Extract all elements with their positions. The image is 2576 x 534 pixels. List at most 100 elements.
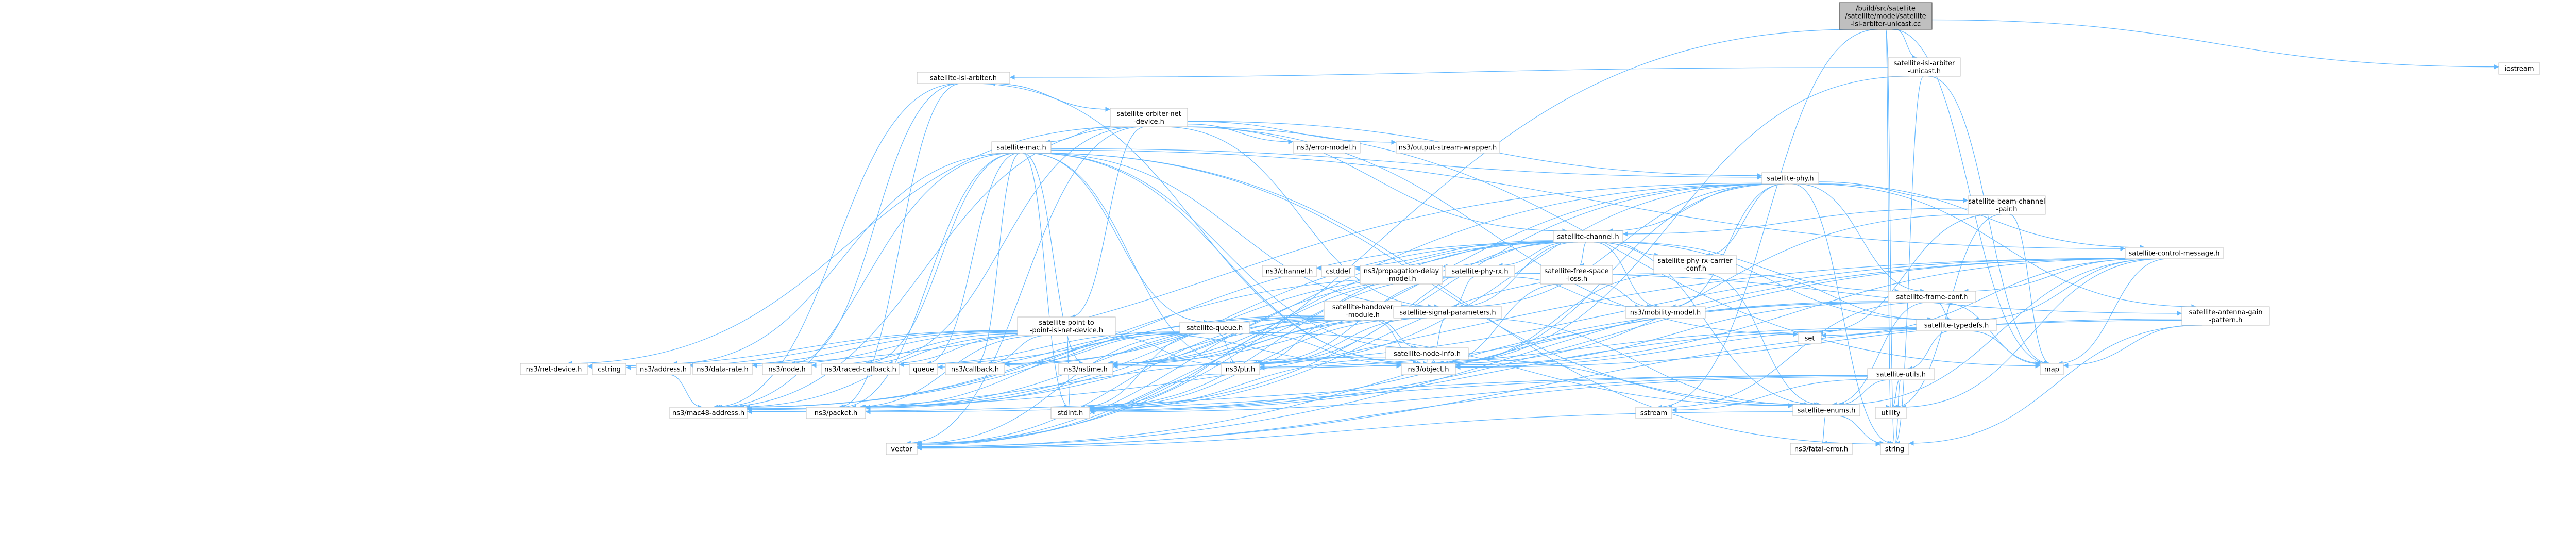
edge-root-to-n_iostream	[1931, 19, 2499, 70]
node-n-output-stream[interactable]: ns3/output-stream-wrapper.h	[1396, 141, 1500, 154]
edge-n_utils-to-n_enums	[1838, 379, 1890, 407]
node-n-free-space-loss[interactable]: satellite-free-space-loss.h	[1540, 265, 1613, 285]
node-n-handover-module[interactable]: satellite-handover-module.h	[1324, 301, 1402, 321]
node-n-sstream[interactable]: sstream	[1635, 407, 1672, 419]
node-n-orbiter-net-device[interactable]: satellite-orbiter-net-device.h	[1110, 108, 1188, 127]
node-n-beam-channel-pair[interactable]: satellite-beam-channel-pair.h	[1968, 195, 2046, 215]
node-box	[806, 407, 866, 419]
node-n-callback[interactable]: ns3/callback.h	[945, 363, 1005, 375]
edge-n_isl_arbiter_unicast_h-to-n_object	[1437, 76, 1909, 366]
edge-n_isl_arbiter_unicast_h-to-n_map	[1928, 76, 2049, 366]
node-n-mac-h[interactable]: satellite-mac.h	[991, 141, 1052, 154]
edge-n_utils-to-n_sstream	[1671, 379, 1868, 413]
edge-n_phy_rx_carrier_conf-to-n_typedefs	[1735, 273, 1933, 322]
node-label: ns3/channel.h	[1266, 268, 1313, 276]
node-label: -pair.h	[1996, 206, 2017, 213]
node-n-typedefs[interactable]: satellite-typedefs.h	[1916, 319, 1997, 331]
edge-n_typedefs-to-n_utils	[1907, 330, 1951, 371]
edge-n_control_message-to-n_object	[1455, 258, 2138, 368]
edge-n_mac_h-to-n_packet	[840, 153, 1018, 410]
node-n-node[interactable]: ns3/node.h	[762, 363, 812, 375]
edge-n_phy_rx_h-to-n_mobility_model	[1505, 276, 1640, 309]
node-label: vector	[891, 446, 912, 454]
node-n-fatal-error[interactable]: ns3/fatal-error.h	[1790, 443, 1853, 455]
node-n-channel-h[interactable]: satellite-channel.h	[1553, 230, 1623, 243]
edge-n_control_message-to-n_mac48	[747, 258, 2126, 411]
node-label: -loss.h	[1566, 275, 1587, 283]
node-n-ns3-channel[interactable]: ns3/channel.h	[1262, 265, 1317, 277]
node-n-object[interactable]: ns3/object.h	[1401, 363, 1456, 375]
node-label: ns3/ptr.h	[1226, 366, 1256, 374]
node-n-antenna-gain[interactable]: satellite-antenna-gain-pattern.h	[2181, 306, 2270, 326]
node-label: -module.h	[1346, 311, 1380, 319]
edge-n_channel_h-to-n_phy_rx_h	[1497, 242, 1571, 268]
node-n-vector[interactable]: vector	[886, 443, 918, 455]
edge-n_isl_arbiter_h-to-n_node	[790, 83, 960, 366]
node-n-data-rate[interactable]: ns3/data-rate.h	[692, 363, 753, 375]
node-label: satellite-enums.h	[1798, 407, 1856, 415]
node-n-phy-h[interactable]: satellite-phy.h	[1761, 172, 1819, 185]
node-label: ns3/nstime.h	[1064, 366, 1107, 374]
node-n-prop-delay[interactable]: ns3/propagation-delay-model.h	[1360, 265, 1443, 285]
node-n-packet[interactable]: ns3/packet.h	[806, 407, 866, 419]
node-label: -isl-arbiter-unicast.cc	[1851, 21, 1921, 28]
node-n-p2p-isl[interactable]: satellite-point-to-point-isl-net-device.…	[1017, 316, 1116, 336]
edge-n_mac_h-to-n_stdint	[1022, 153, 1070, 410]
node-n-stdint[interactable]: stdint.h	[1050, 407, 1090, 419]
node-n-queue-h[interactable]: satellite-queue.h	[1179, 322, 1250, 334]
node-n-error-model[interactable]: ns3/error-model.h	[1293, 141, 1361, 154]
node-n-queue[interactable]: queue	[909, 363, 938, 375]
node-n-phy-rx-h[interactable]: satellite-phy-rx.h	[1445, 265, 1515, 277]
node-box	[1262, 265, 1317, 277]
edge-n_channel_h-to-n_cstddef	[1354, 241, 1554, 272]
edge-n_phy_h-to-n_stdint	[1088, 183, 1773, 410]
node-n-set[interactable]: set	[1798, 332, 1822, 344]
node-n-traced-callback[interactable]: ns3/traced-callback.h	[821, 363, 900, 375]
edge-n_free_space_loss-to-n_mobility_model	[1598, 283, 1652, 309]
node-n-mac48[interactable]: ns3/mac48-address.h	[669, 407, 748, 419]
edge-n_node_info-to-n_enums	[1467, 359, 1793, 408]
node-n-signal-params[interactable]: satellite-signal-parameters.h	[1393, 306, 1502, 319]
node-n-isl-arbiter-h[interactable]: satellite-isl-arbiter.h	[917, 72, 1010, 84]
node-box	[1867, 368, 1935, 380]
node-n-ptr[interactable]: ns3/ptr.h	[1221, 363, 1260, 375]
node-box	[1625, 306, 1706, 319]
node-box	[2040, 363, 2064, 375]
node-n-string[interactable]: string	[1880, 443, 1909, 455]
node-n-map[interactable]: map	[2040, 363, 2064, 375]
edge-n_mac_h-to-n_string	[1038, 153, 1881, 447]
node-n-nstime[interactable]: ns3/nstime.h	[1058, 363, 1113, 375]
node-n-node-info[interactable]: satellite-node-info.h	[1385, 347, 1469, 360]
node-box	[821, 363, 900, 375]
node-box	[1321, 265, 1355, 277]
node-n-iostream[interactable]: iostream	[2498, 62, 2540, 75]
node-n-frame-conf[interactable]: satellite-frame-conf.h	[1888, 291, 1976, 303]
node-n-utils[interactable]: satellite-utils.h	[1867, 368, 1935, 380]
node-n-control-message[interactable]: satellite-control-message.h	[2125, 247, 2224, 259]
node-n-inet-device[interactable]: ns3/net-device.h	[520, 363, 588, 375]
edge-n_utils-to-n_vector	[917, 376, 1868, 450]
node-n-utility[interactable]: utility	[1875, 407, 1907, 419]
node-box	[520, 363, 588, 375]
edge-n_channel_h-to-n_signal_params	[1458, 242, 1578, 309]
edge-n_utils-to-n_stdint	[1089, 375, 1868, 415]
node-n-cstddef[interactable]: cstddef	[1321, 265, 1355, 277]
edge-n_frame_conf-to-n_stdint	[1089, 302, 1890, 413]
edge-n_typedefs-to-n_map	[1969, 330, 2041, 366]
edge-n_orbiter_net_device-to-n_channel_h	[1183, 126, 1567, 233]
node-n-isl-arbiter-unicast-h[interactable]: satellite-isl-arbiter-unicast.h	[1888, 57, 1961, 77]
node-label: ns3/net-device.h	[526, 366, 582, 374]
node-n-cstring[interactable]: cstring	[592, 363, 626, 375]
node-n-enums[interactable]: satellite-enums.h	[1792, 404, 1860, 416]
edge-n_frame_conf-to-n_map	[1941, 302, 2043, 366]
node-label: satellite-phy.h	[1767, 175, 1814, 183]
node-n-address[interactable]: ns3/address.h	[636, 363, 691, 375]
node-n-mobility-model[interactable]: ns3/mobility-model.h	[1625, 306, 1706, 319]
node-box	[1798, 332, 1822, 344]
edge-n_control_message-to-n_vector	[917, 258, 2138, 449]
edge-n_mac_h-to-n_address	[672, 153, 1012, 366]
node-n-phy-rx-carrier-conf[interactable]: satellite-phy-rx-carrier-conf.h	[1653, 255, 1737, 274]
node-label: ns3/propagation-delay	[1364, 268, 1439, 275]
node-root[interactable]: /build/src/satellite/satellite/model/sat…	[1839, 2, 1933, 30]
edge-n_signal_params-to-n_enums	[1469, 318, 1805, 407]
